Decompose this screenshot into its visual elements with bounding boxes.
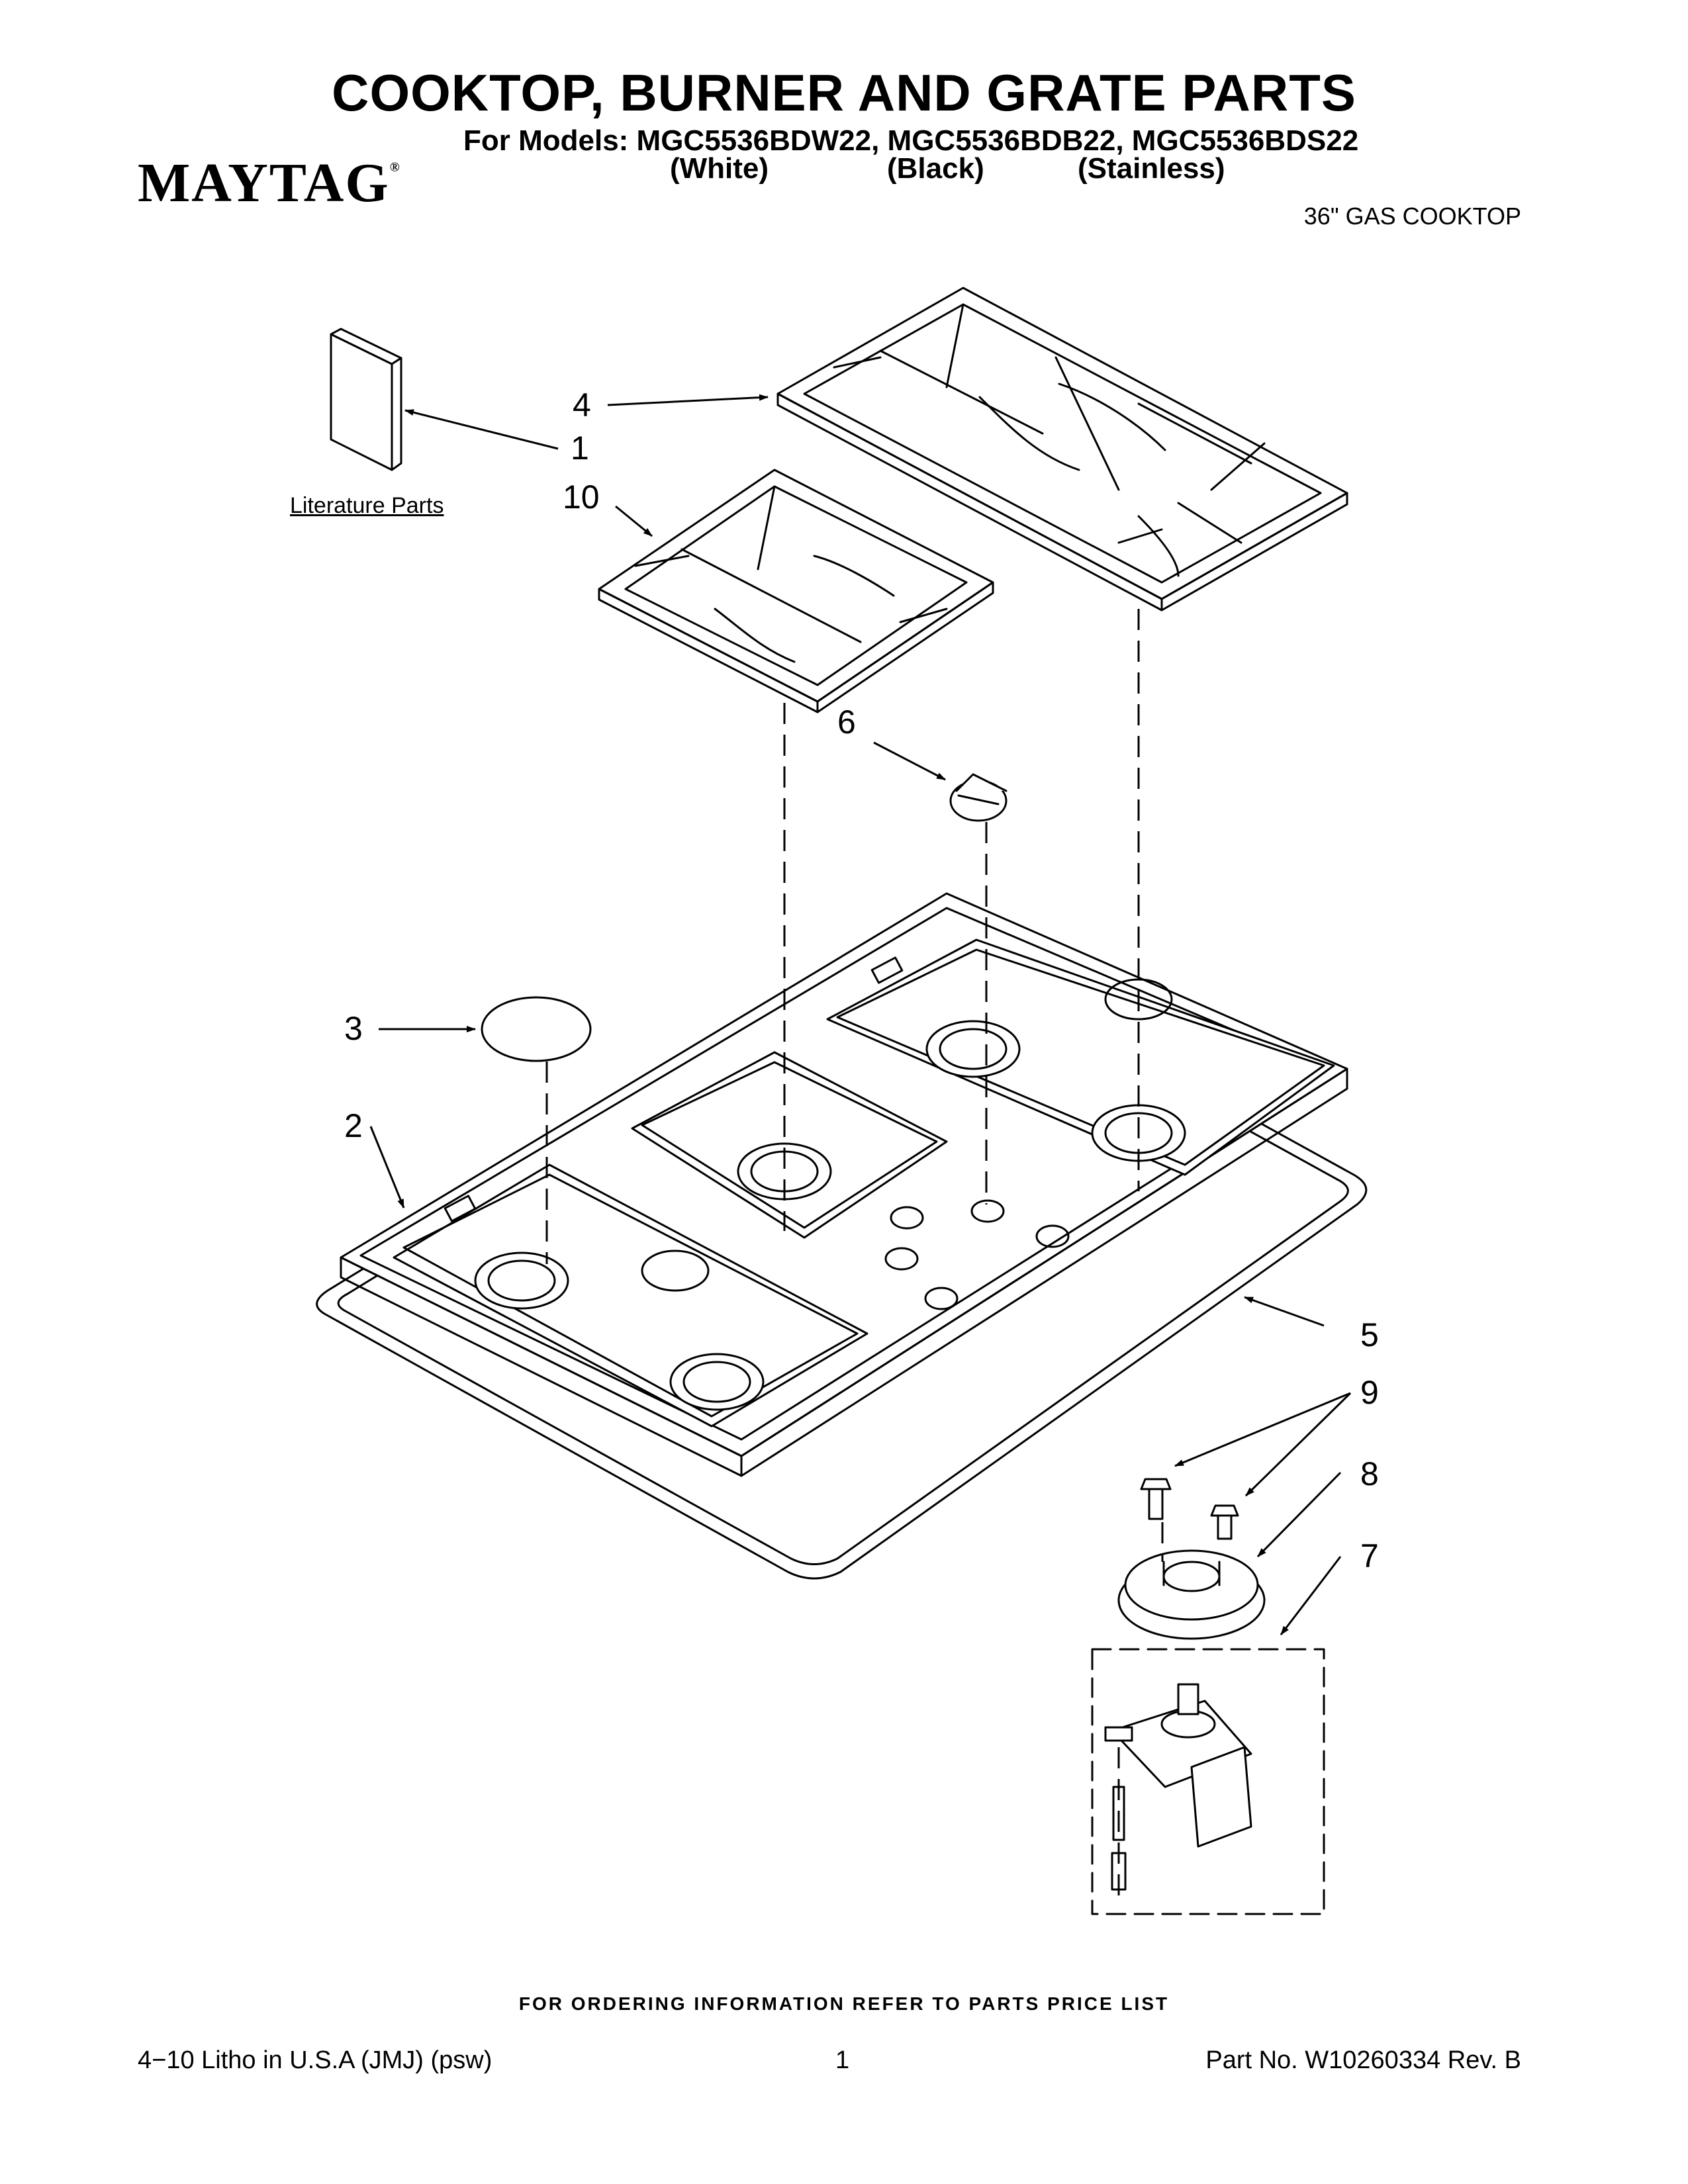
valve-assembly-box <box>1091 1648 1325 1915</box>
page-number: 1 <box>835 2046 850 2074</box>
callout-4: 4 <box>573 387 591 424</box>
literature-parts-label: Literature Parts <box>290 493 444 518</box>
control-knob <box>949 773 1008 822</box>
callout-1: 1 <box>571 430 589 467</box>
callout-2: 2 <box>344 1107 363 1144</box>
ordering-note: FOR ORDERING INFORMATION REFER TO PARTS … <box>518 1993 1170 2014</box>
callout-6: 6 <box>837 704 856 741</box>
callout-7: 7 <box>1360 1537 1379 1574</box>
variant-white: (White) <box>670 152 769 185</box>
variant-stainless: (Stainless) <box>1078 152 1225 185</box>
burner-base <box>1117 1549 1266 1640</box>
variant-black: (Black) <box>887 152 984 185</box>
cooktop-main <box>340 892 1348 1477</box>
maytag-logo: MAYTAG® <box>138 152 401 214</box>
callout-3: 3 <box>344 1010 363 1047</box>
small-single-grate <box>598 469 994 713</box>
literature-booklet <box>330 328 402 471</box>
screws <box>1140 1478 1239 1540</box>
models-line: For Models: MGC5536BDW22, MGC5536BDB22, … <box>463 124 1359 157</box>
page-title: COOKTOP, BURNER AND GRATE PARTS <box>332 64 1356 122</box>
cooktop-gasket <box>316 938 1368 1580</box>
alignment-lines <box>545 609 1164 1906</box>
callout-9: 9 <box>1360 1374 1379 1411</box>
burner-cap <box>481 996 592 1062</box>
litho-info: 4−10 Litho in U.S.A (JMJ) (psw) <box>138 2046 492 2074</box>
callout-8: 8 <box>1360 1455 1379 1492</box>
callout-5: 5 <box>1360 1316 1379 1353</box>
part-number: Part No. W10260334 Rev. B <box>1205 2046 1521 2074</box>
callout-10: 10 <box>563 478 600 516</box>
leader-arrows <box>369 394 1352 1635</box>
large-double-grate <box>776 287 1348 612</box>
product-subtitle: 36" GAS COOKTOP <box>1303 203 1521 230</box>
valve-assembly <box>1104 1683 1252 1891</box>
